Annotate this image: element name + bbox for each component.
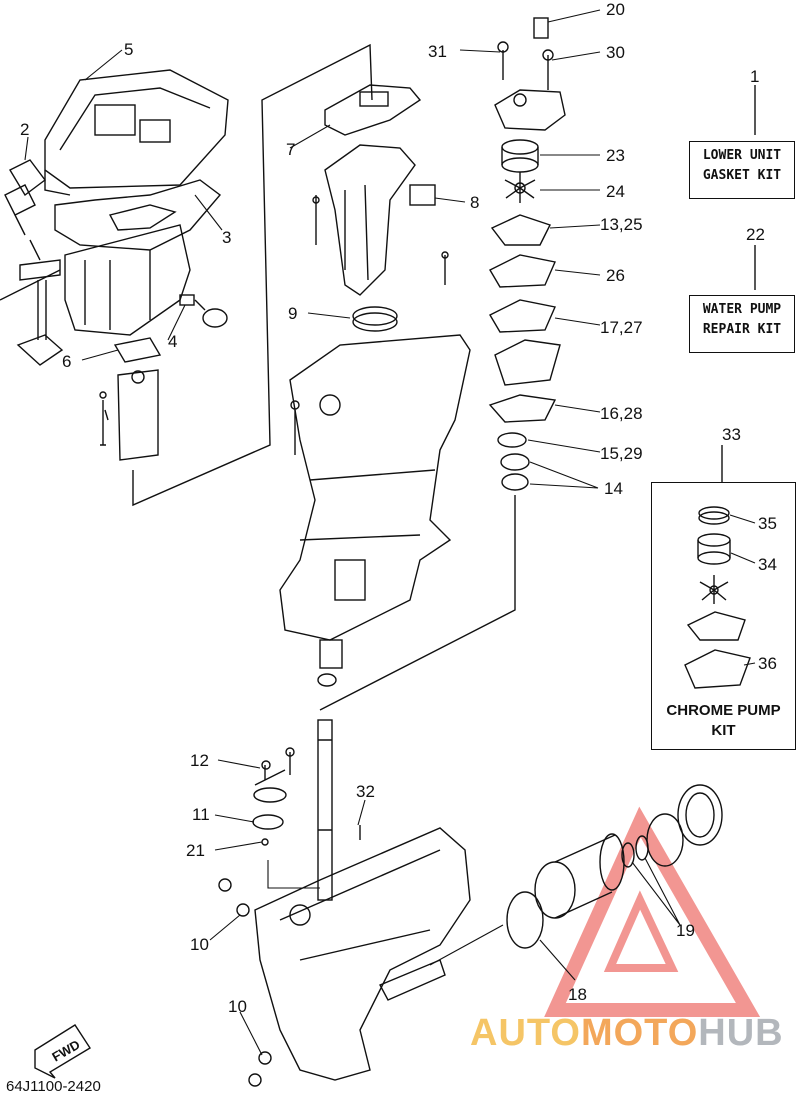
pump-plates bbox=[488, 214, 561, 491]
callout-11: 11 bbox=[192, 805, 210, 824]
callout-5: 5 bbox=[124, 40, 133, 59]
filter-and-ring bbox=[317, 639, 343, 687]
callout-23: 23 bbox=[606, 146, 625, 165]
callout-leaders bbox=[24, 9, 756, 1056]
drive-housing-left bbox=[16, 259, 64, 366]
bolts-30-31 bbox=[497, 17, 554, 90]
damper-8 bbox=[409, 184, 436, 206]
o-ring-21 bbox=[261, 838, 269, 846]
lower-unit-gasket-kit-box: LOWER UNIT GASKET KIT bbox=[689, 141, 795, 199]
kit-label-line: LOWER UNIT bbox=[702, 148, 782, 163]
water-pump-repair-kit-box: WATER PUMP REPAIR KIT bbox=[689, 295, 795, 353]
bolts-left bbox=[99, 391, 109, 446]
kit-label-line: KIT bbox=[711, 722, 736, 739]
callout-8: 8 bbox=[470, 193, 479, 212]
callout-17-27: 17,27 bbox=[600, 318, 643, 337]
grommet-4 bbox=[179, 294, 228, 328]
oil-seal-9 bbox=[352, 306, 398, 332]
outline-left-bottom bbox=[0, 269, 61, 301]
chrome-pump-kit-box: CHROME PUMP KIT bbox=[651, 482, 796, 750]
exhaust-guide bbox=[324, 144, 416, 296]
watermark-text: AUTOMOTOHUB bbox=[470, 1012, 784, 1055]
impeller-24 bbox=[504, 172, 536, 203]
callout-12: 12 bbox=[190, 751, 209, 770]
kit-label-line: REPAIR KIT bbox=[702, 322, 782, 337]
bolt-washers-10 bbox=[218, 878, 272, 1087]
callout-10-upper: 10 bbox=[190, 935, 209, 954]
callout-31: 31 bbox=[428, 42, 447, 61]
callout-4: 4 bbox=[168, 332, 177, 351]
callout-20: 20 bbox=[606, 0, 625, 19]
fwd-arrow-icon bbox=[34, 1024, 91, 1079]
kit-label-line: WATER PUMP bbox=[702, 302, 782, 317]
pump-housing bbox=[494, 89, 566, 131]
callout-6: 6 bbox=[62, 352, 71, 371]
callout-36: 36 bbox=[758, 654, 777, 673]
callout-30: 30 bbox=[606, 43, 625, 62]
bearing-ring bbox=[646, 784, 723, 867]
callout-35: 35 bbox=[758, 514, 777, 533]
callout-15-29: 15,29 bbox=[600, 444, 643, 463]
callout-21: 21 bbox=[186, 841, 205, 860]
callout-14: 14 bbox=[604, 479, 623, 498]
callout-3: 3 bbox=[222, 228, 231, 247]
callout-1: 1 bbox=[750, 67, 759, 86]
propeller-shaft bbox=[379, 959, 446, 1001]
callout-32: 32 bbox=[356, 782, 375, 801]
drive-shaft bbox=[317, 719, 333, 901]
callout-7: 7 bbox=[286, 140, 295, 159]
callout-19: 19 bbox=[676, 921, 695, 940]
gasket-7 bbox=[324, 84, 422, 136]
upper-casing bbox=[44, 69, 229, 196]
kit-label-line: CHROME PUMP bbox=[666, 702, 781, 719]
callout-22: 22 bbox=[746, 225, 765, 244]
callout-24: 24 bbox=[606, 182, 625, 201]
insert-cartridge-23 bbox=[501, 139, 539, 173]
water-tube-6 bbox=[113, 337, 162, 461]
watermark-triangle bbox=[544, 806, 761, 1017]
upper-case bbox=[279, 334, 471, 641]
callout-16-28: 16,28 bbox=[600, 404, 643, 423]
watermark-part: MOTO bbox=[580, 1012, 699, 1054]
kit-label-line: GASKET KIT bbox=[702, 168, 782, 183]
gear-case bbox=[254, 827, 471, 1081]
water-tube-seal-12 bbox=[253, 747, 295, 803]
bracket-2 bbox=[4, 159, 46, 261]
bearing-housing bbox=[534, 833, 625, 919]
callout-9: 9 bbox=[288, 304, 297, 323]
callout-2: 2 bbox=[20, 120, 29, 139]
gasket-3 bbox=[54, 179, 222, 251]
callout-13-25: 13,25 bbox=[600, 215, 643, 234]
o-ring-18 bbox=[506, 891, 544, 949]
o-ring-11 bbox=[252, 814, 284, 830]
callout-18: 18 bbox=[568, 985, 587, 1004]
chrome-kit-parts bbox=[684, 506, 751, 689]
group-outline-left bbox=[132, 43, 373, 507]
shaft-leader bbox=[319, 495, 516, 711]
watermark-part: HUB bbox=[698, 1012, 784, 1054]
callout-labels: 20 31 30 5 1 23 2 7 24 8 13,25 3 22 26 9… bbox=[20, 0, 777, 1016]
callout-10-lower: 10 bbox=[228, 997, 247, 1016]
lower-casing bbox=[64, 224, 191, 336]
chrome-pump-kit-title: CHROME PUMP KIT bbox=[652, 701, 795, 741]
callout-26: 26 bbox=[606, 266, 625, 285]
diagram-part-code: 64J1100-2420 bbox=[6, 1078, 101, 1095]
callout-33: 33 bbox=[722, 425, 741, 444]
fwd-label: FWD bbox=[49, 1037, 82, 1065]
callout-34: 34 bbox=[758, 555, 777, 574]
bolts-center bbox=[290, 195, 449, 455]
watermark-part: AUTO bbox=[470, 1012, 581, 1054]
